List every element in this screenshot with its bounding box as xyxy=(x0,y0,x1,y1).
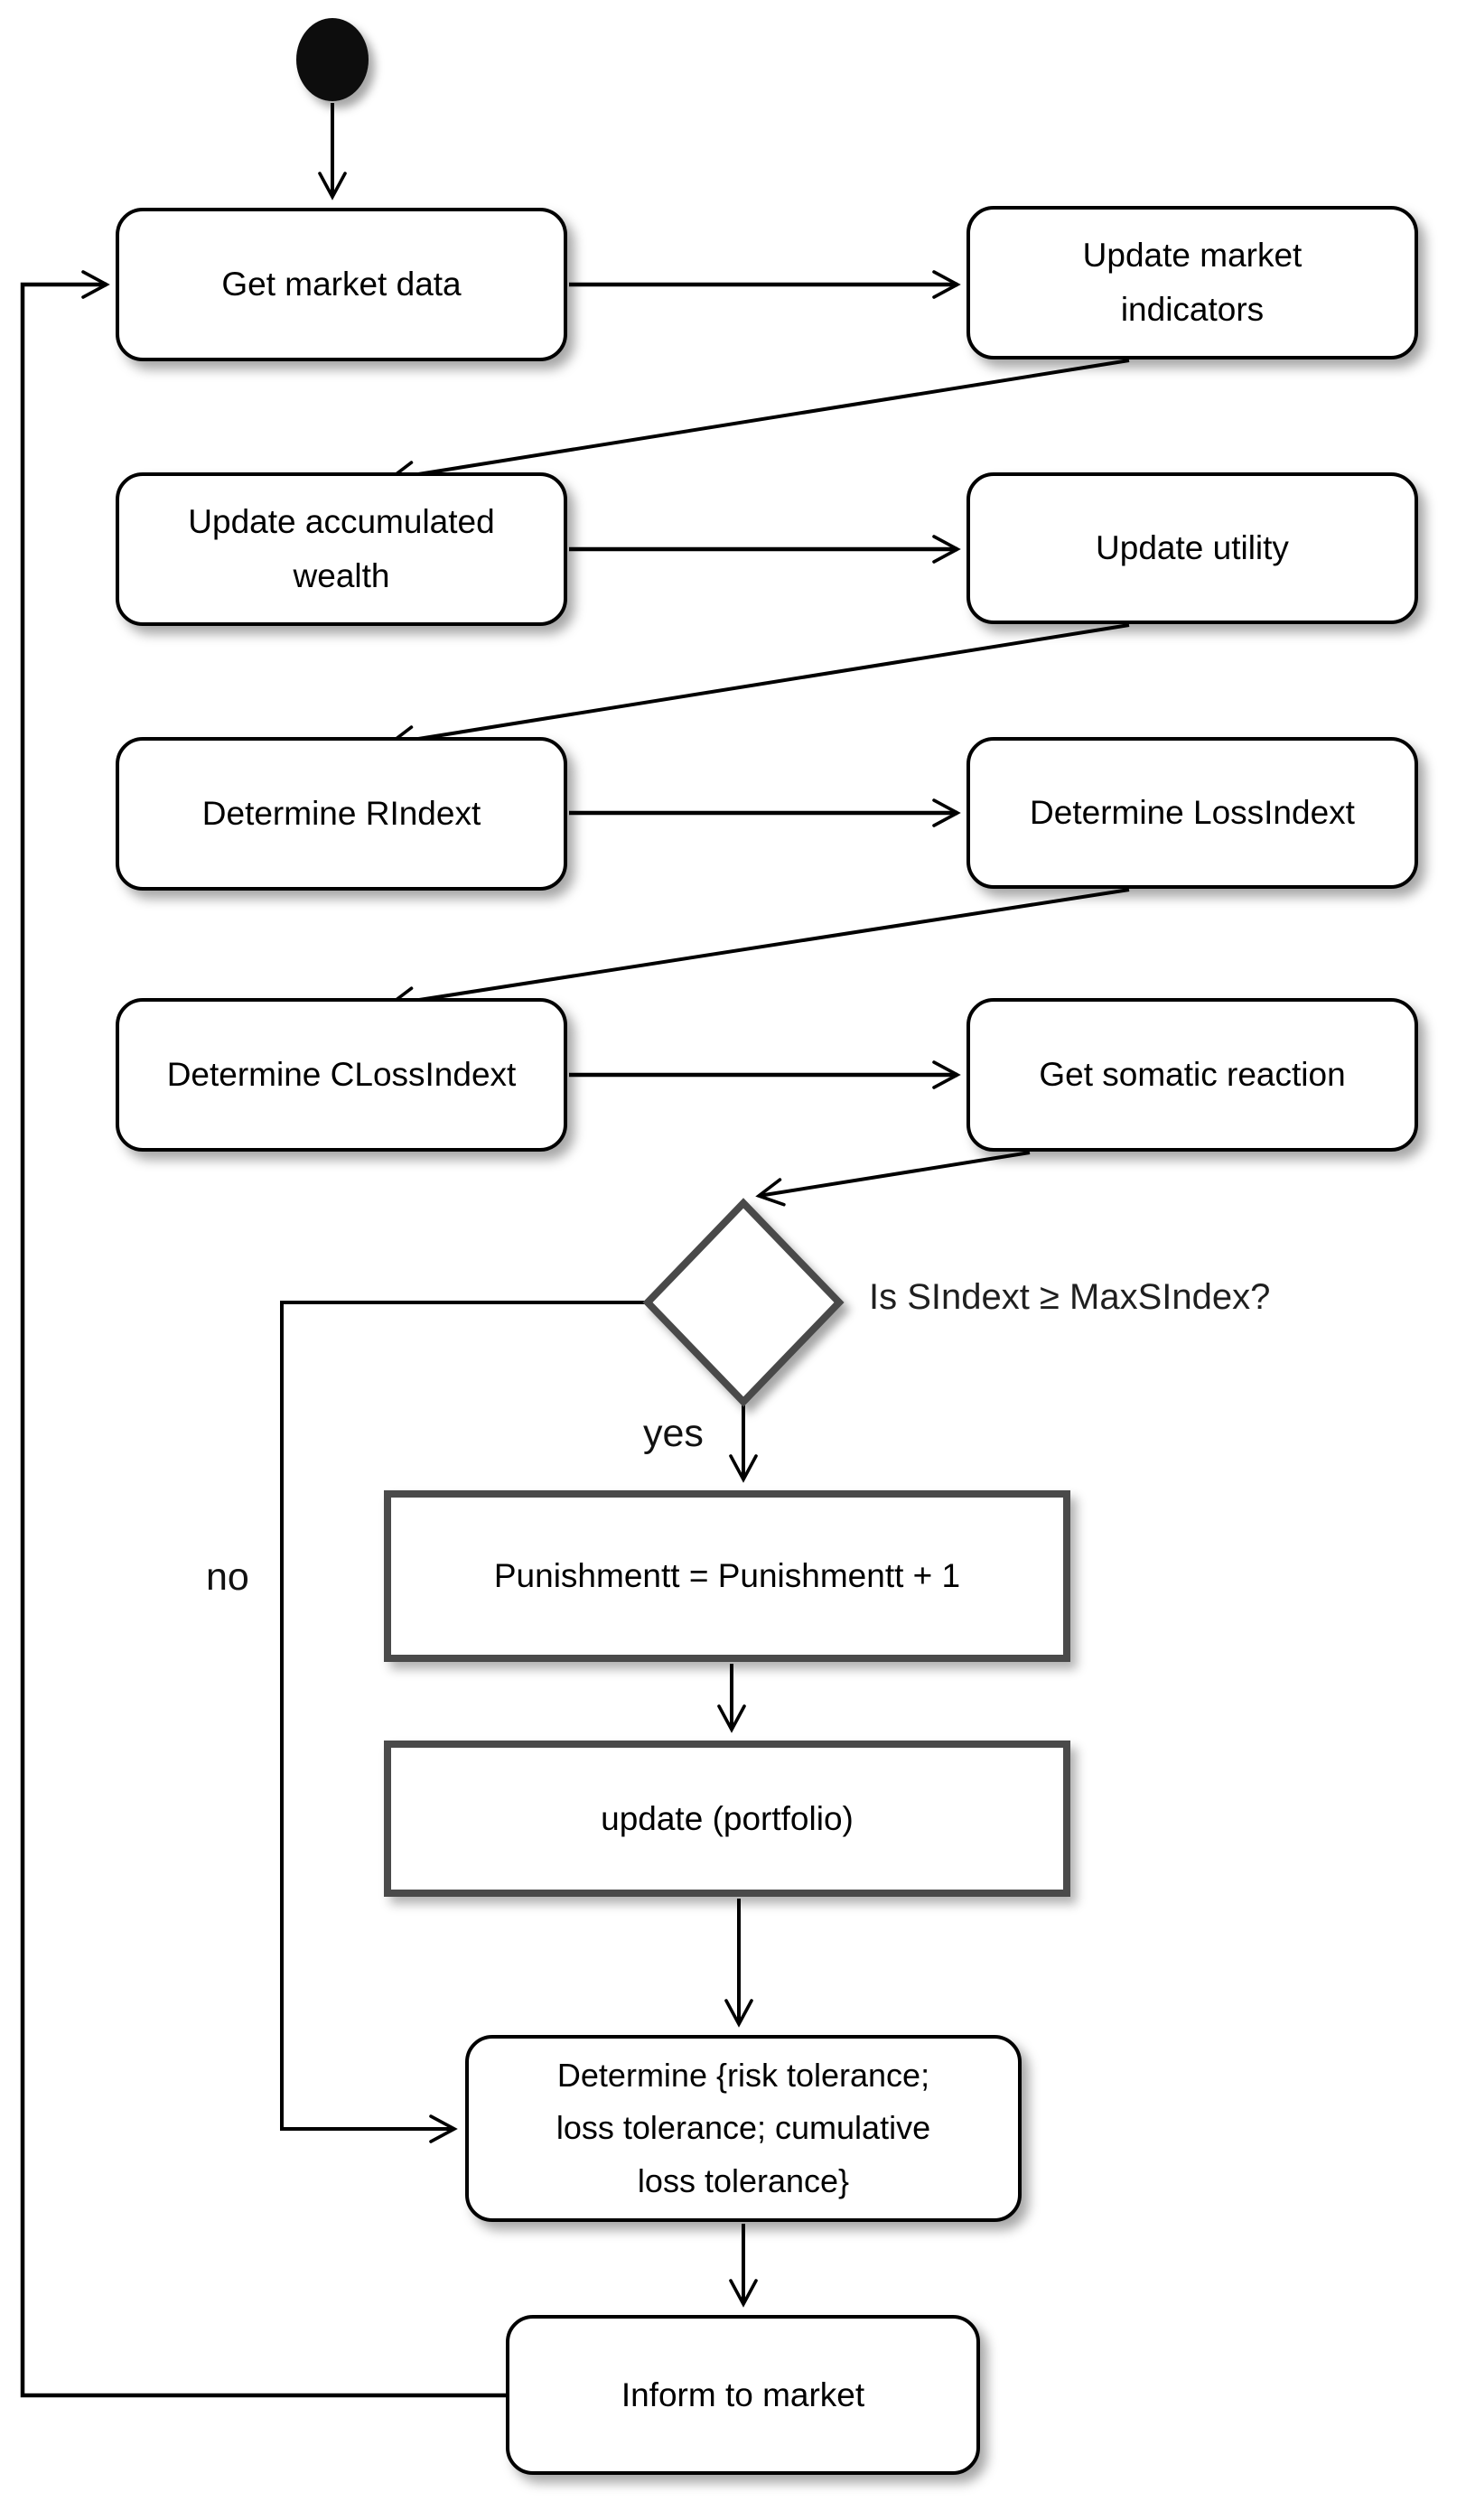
node-determine-rindext: Determine RIndext xyxy=(116,737,567,891)
node-determine-clossindext: Determine CLossIndext xyxy=(116,998,567,1152)
edge-label-yes: yes xyxy=(643,1412,704,1455)
node-label: update (portfolio) xyxy=(601,1799,854,1837)
node-label: Determine RIndext xyxy=(201,795,481,833)
node-label: Get somatic reaction xyxy=(1039,1056,1346,1094)
node-label: Punishmentt = Punishmentt + 1 xyxy=(493,1557,961,1595)
node-get-somatic-reaction: Get somatic reaction xyxy=(966,998,1418,1152)
connector-decision-no-to-determine-tolerances xyxy=(280,1301,646,2143)
node-label: Update utility xyxy=(1096,529,1289,567)
start-node xyxy=(296,18,369,101)
decision-condition-label: Is SIndext ≥ MaxSIndex? xyxy=(869,1277,1271,1317)
node-update-market-indicators: Update market indicators xyxy=(966,206,1418,359)
connector-update-market-indicators-to-update-accumulated-wealth xyxy=(387,359,1130,490)
connector-update-utility-to-determine-rindext xyxy=(387,623,1130,754)
node-label: Get market data xyxy=(221,266,462,303)
decision-diamond xyxy=(642,1198,845,1407)
node-determine-tolerances: Determine {risk tolerance; loss toleranc… xyxy=(465,2035,1022,2222)
node-inform-to-market: Inform to market xyxy=(506,2315,980,2475)
node-punishment-increment: Punishmentt = Punishmentt + 1 xyxy=(384,1490,1070,1662)
node-label: Determine CLossIndext xyxy=(166,1056,517,1094)
connector-get-somatic-reaction-to-decision xyxy=(755,1151,1031,1207)
node-label: Update market indicators xyxy=(1082,237,1303,328)
node-label: Determine LossIndext xyxy=(1030,794,1355,832)
node-update-portfolio: update (portfolio) xyxy=(384,1741,1070,1897)
connector-determine-lossindext-to-determine-clossindext xyxy=(387,888,1130,1015)
node-update-accumulated-wealth: Update accumulated wealth xyxy=(116,472,567,626)
node-determine-lossindext: Determine LossIndext xyxy=(966,737,1418,889)
node-label: Determine {risk tolerance; loss toleranc… xyxy=(556,2057,931,2199)
node-get-market-data: Get market data xyxy=(116,208,567,361)
node-label: Update accumulated wealth xyxy=(188,503,495,594)
node-update-utility: Update utility xyxy=(966,472,1418,624)
edge-label-no: no xyxy=(206,1555,249,1599)
node-label: Inform to market xyxy=(621,2375,865,2413)
